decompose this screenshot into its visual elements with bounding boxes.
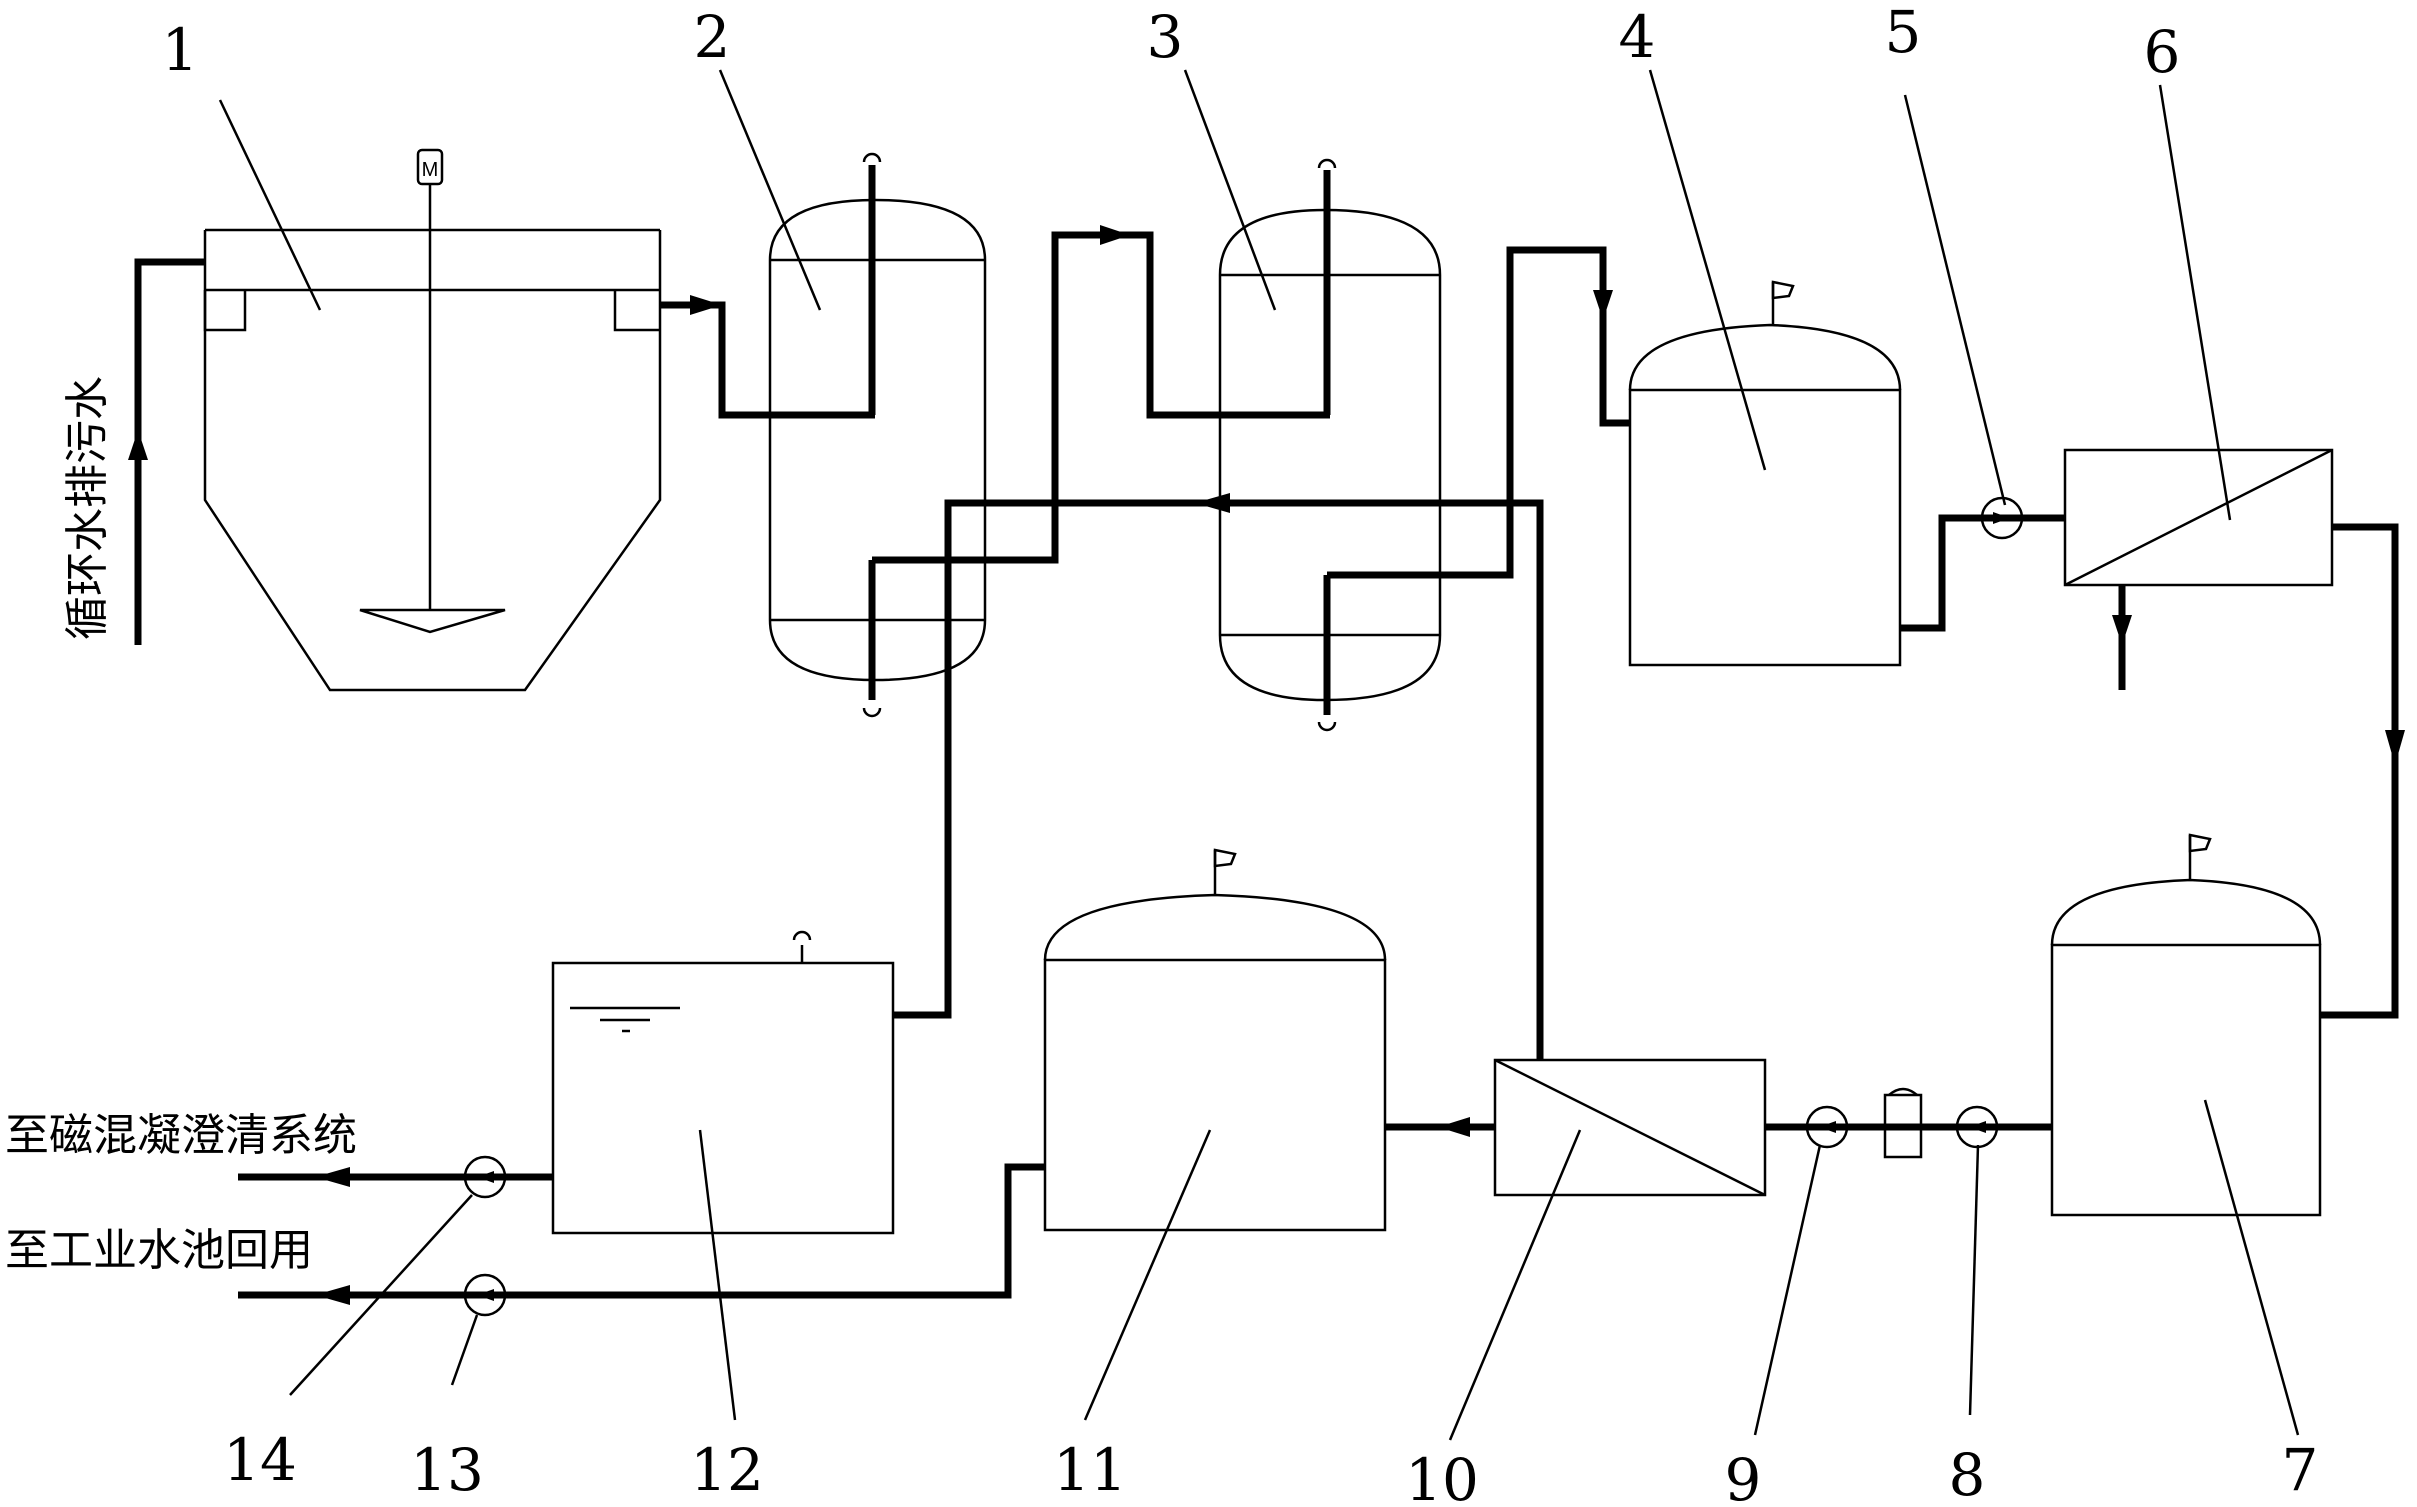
outlet-label-coagulation: 至磁混凝澄清系统: [5, 1110, 357, 1161]
unit-10-membrane: [1493, 1058, 1767, 1197]
unit-numbers: 1 2 3 4 5 6 7 8 9 10 11 12 13 14: [162, 0, 2319, 1507]
pipe-4-to-6: [1900, 514, 2065, 632]
unit-2-filter-column: [768, 152, 987, 718]
pipe-inlet: [134, 258, 205, 645]
number-8: 8: [1949, 1441, 1986, 1507]
number-3: 3: [1147, 3, 1184, 71]
number-5: 5: [1885, 0, 1922, 66]
pipe-11-outlet: [238, 1163, 1045, 1299]
unit-6-membrane: [2063, 448, 2334, 690]
motor-icon: M: [416, 148, 444, 186]
pipes: [128, 225, 2405, 1305]
number-12: 12: [690, 1436, 764, 1504]
inlet-label: 循环水排污水: [62, 376, 113, 640]
unit-11-tank: [1043, 848, 1387, 1232]
outlet-label-industrial-pool: 至工业水池回用: [5, 1225, 313, 1276]
number-1: 1: [162, 16, 199, 84]
motor-label: M: [422, 159, 439, 181]
pipe-6-to-7: [2320, 523, 2399, 1019]
number-6: 6: [2144, 18, 2181, 86]
number-10: 10: [1405, 1446, 1479, 1507]
number-2: 2: [694, 3, 731, 71]
number-14: 14: [223, 1426, 297, 1494]
unit-4-tank: [1628, 280, 1902, 667]
number-9: 9: [1725, 1446, 1762, 1507]
pipe-2-to-3: [872, 231, 1330, 564]
number-13: 13: [410, 1436, 484, 1504]
number-4: 4: [1619, 3, 1656, 71]
pipe-3-to-4: [1327, 246, 1630, 579]
number-7: 7: [2282, 1436, 2319, 1504]
cartridge-filter-icon: [1883, 1087, 1923, 1159]
unit-3-filter-column: [1218, 158, 1442, 732]
number-11: 11: [1053, 1436, 1127, 1504]
unit-7-tank: [2050, 833, 2322, 1217]
pipe-10-to-12: [893, 499, 1544, 1060]
unit-12-tank: [551, 930, 895, 1235]
unit-1-clarifier: M: [203, 148, 662, 692]
pipe-1-to-2: [660, 301, 875, 419]
leader-lines: [218, 69, 2300, 1441]
